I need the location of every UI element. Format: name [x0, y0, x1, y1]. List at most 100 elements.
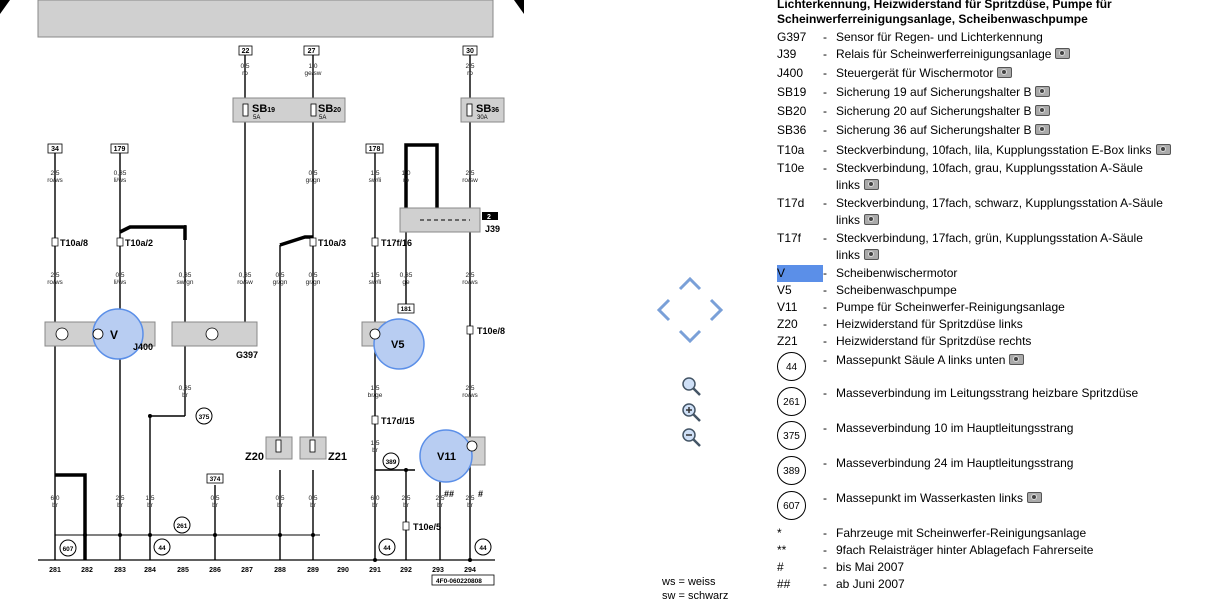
svg-text:1,0: 1,0 — [401, 170, 410, 177]
svg-text:br: br — [372, 502, 379, 509]
svg-text:2,5: 2,5 — [115, 495, 124, 502]
svg-text:289: 289 — [307, 567, 319, 574]
camera-icon[interactable] — [1055, 48, 1071, 59]
svg-text:sw/li: sw/li — [369, 279, 382, 286]
svg-text:ro: ro — [403, 177, 409, 184]
svg-text:1,5: 1,5 — [370, 272, 379, 279]
ground-symbol-389: 389 — [777, 456, 806, 485]
camera-icon[interactable] — [864, 214, 880, 225]
arrow-down-icon[interactable] — [678, 329, 702, 344]
svg-text:0,35: 0,35 — [114, 170, 127, 177]
svg-text:2,5: 2,5 — [465, 63, 474, 70]
wire-refs: 34 179 178 — [47, 143, 384, 154]
svg-text:br: br — [52, 502, 59, 509]
svg-text:li/ws: li/ws — [114, 177, 127, 184]
connector-t10a-2: T10a/2 — [125, 238, 153, 248]
relay-badge: 2 — [487, 214, 491, 221]
camera-icon[interactable] — [1035, 124, 1051, 135]
svg-text:ro/sw: ro/sw — [462, 177, 478, 184]
svg-text:li/ws: li/ws — [114, 279, 127, 286]
connector-t10e-5: T10e/5 — [413, 522, 441, 532]
svg-text:0,35: 0,35 — [179, 272, 192, 279]
svg-text:sw/li: sw/li — [369, 177, 382, 184]
svg-text:0,5: 0,5 — [210, 495, 219, 502]
svg-text:287: 287 — [241, 567, 253, 574]
fuse-sb19: SB19 — [252, 103, 275, 115]
abbr-sw: sw = schwarz — [662, 590, 729, 602]
svg-text:gr/gn: gr/gn — [273, 279, 288, 286]
ground-symbol-44: 44 — [777, 352, 806, 381]
column-numbers: 281 282 283 284 285 286 287 288 289 290 … — [49, 567, 476, 574]
svg-text:br: br — [212, 502, 219, 509]
camera-icon[interactable] — [1009, 354, 1025, 365]
svg-text:ro: ro — [467, 70, 473, 77]
svg-text:0,35: 0,35 — [239, 272, 252, 279]
camera-icon[interactable] — [997, 67, 1013, 78]
svg-text:br: br — [437, 502, 444, 509]
arrow-left-icon[interactable] — [656, 298, 671, 322]
svg-text:ro/ws: ro/ws — [462, 392, 478, 399]
svg-text:br: br — [182, 392, 189, 399]
svg-text:br: br — [277, 502, 284, 509]
svg-text:0,5: 0,5 — [308, 272, 317, 279]
connector-t10a-8: T10a/8 — [60, 238, 88, 248]
fuse-holder-b — [232, 97, 346, 123]
svg-text:294: 294 — [464, 567, 476, 574]
svg-text:6,0: 6,0 — [50, 495, 59, 502]
svg-text:288: 288 — [274, 567, 286, 574]
svg-text:2,5: 2,5 — [465, 170, 474, 177]
svg-text:0,5: 0,5 — [308, 170, 317, 177]
ref-179: 179 — [114, 146, 126, 153]
connector-t10e-8: T10e/8 — [477, 326, 505, 336]
washer-pump-v5 — [373, 318, 425, 370]
svg-text:291: 291 — [369, 567, 381, 574]
camera-icon[interactable] — [864, 249, 880, 260]
ref-181: 181 — [401, 306, 412, 313]
zoom-reset-icon[interactable] — [680, 375, 702, 397]
camera-icon[interactable] — [1035, 86, 1051, 97]
ground-symbol-261: 261 — [777, 387, 806, 416]
svg-text:br: br — [310, 502, 317, 509]
gnd-374: 374 — [210, 476, 221, 483]
arrow-right-icon[interactable] — [709, 298, 724, 322]
svg-text:283: 283 — [114, 567, 126, 574]
svg-text:br: br — [372, 447, 379, 454]
svg-text:0,5: 0,5 — [275, 272, 284, 279]
svg-text:292: 292 — [400, 567, 412, 574]
svg-text:0,5: 0,5 — [308, 495, 317, 502]
camera-icon[interactable] — [864, 179, 880, 190]
top-refs: 22 27 30 — [238, 45, 478, 56]
camera-icon[interactable] — [1035, 105, 1051, 116]
gnd-261: 261 — [177, 523, 188, 530]
svg-text:ro/ws: ro/ws — [47, 279, 63, 286]
doc-number: 4F0-060220808 — [436, 578, 482, 585]
svg-text:2,5: 2,5 — [50, 272, 59, 279]
svg-text:1,5: 1,5 — [370, 170, 379, 177]
label-v11: V11 — [437, 451, 456, 463]
ref-22: 22 — [242, 48, 250, 55]
label-z20: Z20 — [245, 451, 264, 463]
arrow-up-icon[interactable] — [678, 276, 702, 291]
camera-icon[interactable] — [1155, 144, 1171, 155]
camera-icon[interactable] — [1026, 492, 1042, 503]
zoom-out-icon[interactable] — [680, 426, 702, 448]
gnd-44-c: 44 — [479, 545, 487, 552]
wiring-diagram: 22 27 30 34 179 178 SB19 5A SB20 5A SB36… — [0, 0, 524, 586]
fuse-sb20: SB20 — [318, 103, 341, 115]
svg-text:br: br — [117, 502, 124, 509]
corner-right — [514, 0, 524, 14]
svg-text:282: 282 — [81, 567, 93, 574]
fuse-sb36-amp: 30A — [477, 115, 488, 121]
svg-text:sw/gn: sw/gn — [177, 279, 194, 286]
svg-text:##: ## — [444, 489, 454, 499]
gnd-607: 607 — [63, 546, 74, 553]
ref-34: 34 — [51, 146, 59, 153]
label-j400: J400 — [133, 342, 153, 352]
zoom-in-icon[interactable] — [680, 401, 702, 423]
svg-text:br: br — [403, 502, 410, 509]
svg-text:#: # — [478, 489, 483, 499]
svg-text:284: 284 — [144, 567, 156, 574]
connector-t17d-15: T17d/15 — [381, 416, 415, 426]
fuse-sb20-amp: 5A — [319, 115, 326, 121]
svg-text:2,5: 2,5 — [465, 385, 474, 392]
